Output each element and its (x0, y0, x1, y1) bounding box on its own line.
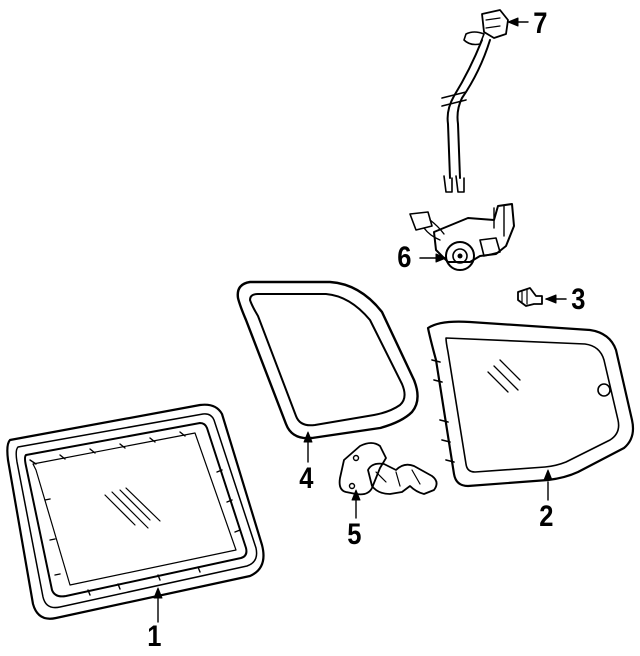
part-6-actuator (409, 203, 515, 271)
part-4-weatherstrip (236, 280, 419, 463)
callout-4: 4 (299, 462, 314, 495)
part-7-harness (441, 9, 529, 193)
callout-7: 7 (533, 7, 548, 40)
callout-5: 5 (347, 518, 362, 551)
part-1-quarter-glass-assembly (6, 403, 265, 623)
callout-2: 2 (539, 500, 554, 533)
callout-6: 6 (397, 241, 412, 274)
callout-3: 3 (571, 283, 586, 316)
part-2-quarter-glass (426, 320, 635, 501)
callout-1: 1 (147, 620, 162, 653)
part-3-screw (517, 287, 567, 307)
part-5-latch (338, 442, 438, 519)
